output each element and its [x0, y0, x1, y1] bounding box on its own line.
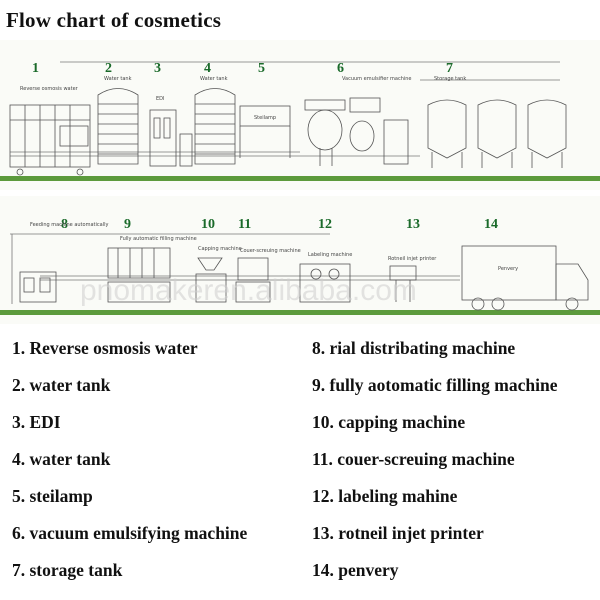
inkjet-printer	[389, 265, 417, 302]
legend-item: 12. labeling mahine	[312, 486, 458, 506]
legend-item: 7. storage tank	[12, 560, 123, 580]
edi-unit	[149, 109, 193, 167]
step-caption: Feeding machine automatically	[30, 222, 108, 228]
page-title: Flow chart of cosmetics	[6, 8, 222, 32]
filling-machine	[107, 247, 171, 303]
legend-item: 10. capping machine	[312, 412, 466, 432]
step-number: 12	[318, 217, 332, 232]
step-caption: Steilamp	[254, 115, 276, 121]
step-number: 10	[201, 217, 215, 232]
ro-water-unit	[9, 104, 91, 176]
capping-machine	[195, 257, 227, 303]
legend-item: 14. penvery	[312, 560, 399, 580]
step-number: 13	[406, 217, 420, 232]
step-number: 11	[238, 217, 251, 232]
top-line-diagram: 1 Reverse osmosis water 2 Water tank 3 E…	[0, 61, 600, 181]
legend-item: 2. water tank	[12, 375, 111, 395]
bottom-process-line: pnomakeren.alibaba.com 8 Feeding machine…	[0, 196, 600, 324]
pipe-network	[10, 61, 560, 157]
step-number: 4	[204, 61, 211, 76]
step-caption: Couer-screuing machine	[240, 248, 301, 254]
water-tank-4	[194, 88, 236, 165]
steilamp-unit	[239, 105, 291, 158]
legend-item: 9. fully aotomatic filling machine	[312, 375, 558, 395]
step-caption: Labeling machine	[308, 252, 352, 258]
step-number: 14	[484, 217, 498, 232]
bottom-step-labels: 8 Feeding machine automatically 9 Fully …	[30, 217, 518, 272]
step-caption: Vacuum emulsifier machine	[342, 76, 412, 82]
floor-strip	[0, 176, 600, 181]
step-caption: Rotneil injet printer	[388, 256, 437, 262]
step-caption: Capping machine	[198, 246, 242, 252]
step-number: 7	[446, 61, 453, 76]
legend-item: 1. Reverse osmosis water	[12, 338, 198, 358]
step-caption: Reverse osmosis water	[20, 86, 79, 92]
step-number: 6	[337, 61, 344, 76]
step-number: 1	[32, 61, 39, 76]
labeling-machine	[299, 263, 351, 303]
watermark: pnomakeren.alibaba.com	[80, 274, 417, 307]
delivery-truck	[461, 245, 589, 311]
legend-item: 4. water tank	[12, 449, 111, 469]
water-tank-2	[97, 88, 139, 165]
step-caption: Fully automatic filling machine	[120, 236, 197, 242]
legend-item: 6. vacuum emulsifying machine	[12, 523, 248, 543]
step-caption: Penvery	[498, 266, 518, 272]
step-caption: Water tank	[200, 76, 228, 82]
step-caption: Storage tank	[434, 76, 466, 82]
storage-tanks	[427, 99, 567, 168]
step-number: 5	[258, 61, 265, 76]
step-number: 8	[61, 217, 68, 232]
step-number: 9	[124, 217, 131, 232]
step-caption: EDI	[156, 96, 164, 102]
screwing-machine	[235, 257, 271, 303]
legend-item: 13. rotneil injet printer	[312, 523, 484, 543]
legend-item: 8. rial distribating machine	[312, 338, 516, 358]
top-step-labels: 1 Reverse osmosis water 2 Water tank 3 E…	[20, 61, 466, 121]
top-process-line: 1 Reverse osmosis water 2 Water tank 3 E…	[0, 40, 600, 190]
step-caption: Water tank	[104, 76, 132, 82]
vacuum-emulsifier	[304, 97, 409, 166]
feeding-machine	[19, 271, 57, 303]
bottom-line-diagram: pnomakeren.alibaba.com 8 Feeding machine…	[0, 217, 600, 315]
step-number: 3	[154, 61, 161, 76]
legend-item: 5. steilamp	[12, 486, 93, 506]
floor-strip	[0, 310, 600, 315]
legend-item: 3. EDI	[12, 412, 61, 432]
step-number: 2	[105, 61, 112, 76]
legend-item: 11. couer-screuing machine	[312, 449, 515, 469]
